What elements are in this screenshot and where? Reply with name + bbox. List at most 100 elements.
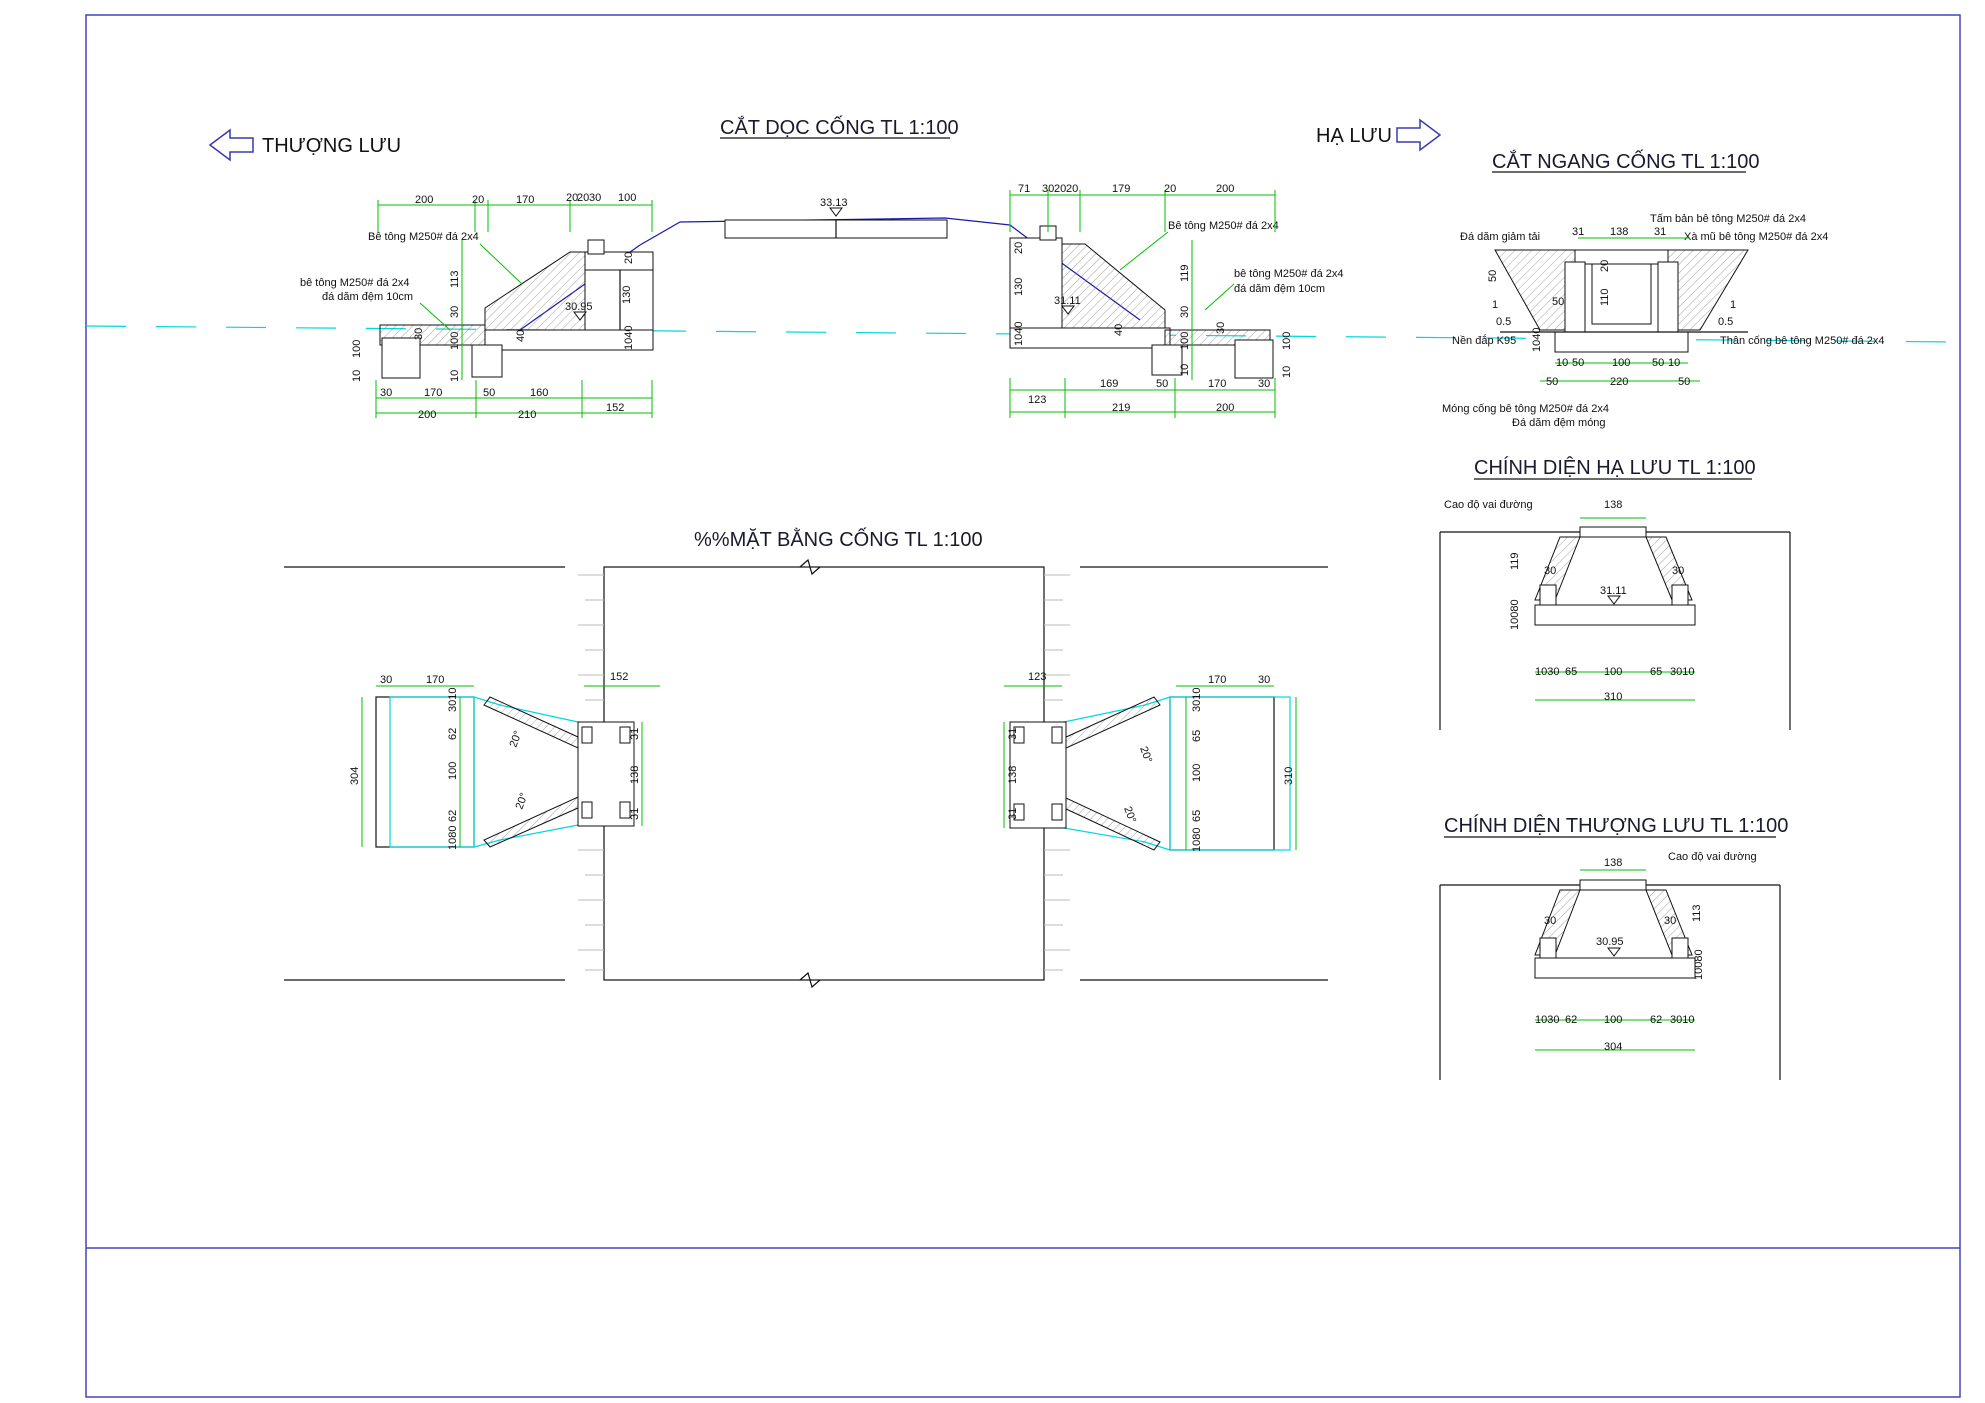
dimension-label: 20°	[508, 729, 525, 749]
dimension-label: 113	[449, 270, 461, 288]
dimension-label: 0.5	[1718, 316, 1733, 328]
dimension-label: 100	[1281, 332, 1293, 350]
dimension-label: 30	[1258, 378, 1270, 390]
dimension-label: 179	[1112, 183, 1130, 195]
dimension-label: 100	[1604, 1014, 1622, 1026]
dimension-label: 50	[1552, 296, 1564, 308]
dimension-label: 123	[1028, 394, 1046, 406]
dimension-label: 20°	[1137, 745, 1154, 765]
dimension-label: 20	[1013, 242, 1025, 254]
dimension-label: 10	[1668, 357, 1680, 369]
dimension-label: 1040	[1531, 328, 1543, 352]
title-downstream-face: CHÍNH DIỆN HẠ LƯU TL 1:100	[1474, 456, 1756, 479]
dimension-label: 30	[449, 306, 461, 318]
dimension-label: 169	[1100, 378, 1118, 390]
elev-outlet: 31.11	[1054, 295, 1081, 307]
plan-view: 30 170 152 304 3010 62 100 62 1080 31 13…	[284, 558, 1328, 989]
dimension-label: 71	[1018, 183, 1030, 195]
label-fill: Nền đắp K95	[1452, 334, 1516, 347]
dimension-label: 304	[349, 767, 361, 785]
dimension-label: 160	[530, 387, 548, 399]
dimension-label: 170	[424, 387, 442, 399]
dimension-label: 20	[472, 194, 484, 206]
sheet-frame	[85, 14, 1961, 1398]
plan-ticks-right	[1044, 574, 1070, 971]
dimension-label: 200	[1216, 402, 1234, 414]
dimension-label: 50	[1572, 357, 1584, 369]
dimension-label: 20	[1066, 183, 1078, 195]
dimension-label: 30	[1215, 322, 1227, 334]
label-relief-stone: Đá dăm giảm tải	[1460, 231, 1540, 243]
downstream-label: HẠ LƯU	[1316, 125, 1392, 147]
dimension-label: 152	[610, 671, 628, 683]
dimension-label: 31	[1572, 226, 1584, 238]
dimension-label: 50	[1487, 270, 1499, 282]
dimension-label: 3010	[1191, 688, 1203, 712]
dimension-label: 65	[1191, 730, 1203, 742]
dimension-label: 100	[1612, 357, 1630, 369]
dimension-label: 138	[1610, 226, 1628, 238]
dimension-label: 200	[415, 194, 433, 206]
title-cross: CẮT NGANG CỐNG TL 1:100	[1492, 149, 1760, 173]
dimension-label: 170	[426, 674, 444, 686]
dimension-label: 200	[418, 409, 436, 421]
dimension-label: 10	[1179, 364, 1191, 376]
dimension-label: 3010	[1670, 666, 1694, 678]
dimension-label: 100	[1191, 764, 1203, 782]
dimension-label: 170	[516, 194, 534, 206]
downstream-face-view: 31.11 Cao độ vai đường 138 119 30 30 100…	[1439, 499, 1791, 730]
dimension-label: 50	[1678, 376, 1690, 388]
dimension-label: 1030	[1535, 1014, 1559, 1026]
dimension-label: 30	[380, 387, 392, 399]
dimension-label: 100	[351, 340, 363, 358]
dimension-label: 62	[1565, 1014, 1577, 1026]
dimension-label: 20	[623, 252, 635, 264]
down-road-label: Cao độ vai đường	[1444, 499, 1533, 511]
dimension-label: 10	[449, 370, 461, 382]
dimension-label: 30	[1664, 915, 1676, 927]
dimension-label: 119	[1179, 264, 1191, 282]
label-pad-right-2: đá dăm đệm 10cm	[1234, 283, 1325, 295]
dimension-label: 130	[1013, 278, 1025, 296]
dimension-label: 138	[1007, 766, 1019, 784]
dimension-label: 0.5	[1496, 316, 1511, 328]
dimension-label: 1	[1730, 299, 1736, 311]
upstream-arrow-icon	[208, 128, 254, 162]
dimension-label: 30	[1042, 183, 1054, 195]
dimension-label: 50	[483, 387, 495, 399]
dimension-label: 50	[1652, 357, 1664, 369]
dimension-label: 20	[1599, 260, 1611, 272]
dimension-label: 31	[629, 728, 641, 740]
dimension-label: 123	[1028, 671, 1046, 683]
label-pad-left-1: bê tông M250# đá 2x4	[300, 277, 409, 289]
dimension-label: 304	[1604, 1041, 1622, 1053]
longitudinal-section: 33.13 30.95 31.11 Bê tông M250# đá 2x4 b…	[300, 183, 1343, 421]
dimension-label: 1080	[1191, 828, 1203, 852]
dimension-label: 20°	[514, 791, 531, 811]
dimension-label: 62	[447, 810, 459, 822]
dimension-label: 130	[621, 286, 633, 304]
dimension-label: 1080	[447, 826, 459, 850]
dimension-label: 31	[1007, 808, 1019, 820]
title-upstream-face: CHÍNH DIỆN THƯỢNG LƯU TL 1:100	[1444, 814, 1788, 837]
dimension-label: 20	[566, 192, 578, 204]
dimension-label: 1	[1492, 299, 1498, 311]
dimension-label: 30	[1672, 565, 1684, 577]
dimension-label: 20	[1164, 183, 1176, 195]
dimension-label: 40	[1113, 324, 1125, 336]
elev-inlet: 30.95	[565, 301, 593, 313]
dimension-label: 119	[1509, 552, 1521, 570]
dimension-label: 31	[1654, 226, 1666, 238]
dimension-label: 10080	[1693, 949, 1705, 980]
down-elev: 31.11	[1600, 585, 1627, 597]
dimension-label: 20	[1054, 183, 1066, 195]
label-body: Thân cống bê tông M250# đá 2x4	[1720, 335, 1885, 347]
dimension-label: 50	[1156, 378, 1168, 390]
up-elev: 30.95	[1596, 936, 1624, 948]
label-foundation-1: Móng cống bê tông M250# đá 2x4	[1442, 403, 1609, 415]
dimension-label: 219	[1112, 402, 1130, 414]
dimension-label: 152	[606, 402, 624, 414]
label-pad-left-2: đá dăm đệm 10cm	[322, 291, 413, 303]
dimension-label: 65	[1650, 666, 1662, 678]
